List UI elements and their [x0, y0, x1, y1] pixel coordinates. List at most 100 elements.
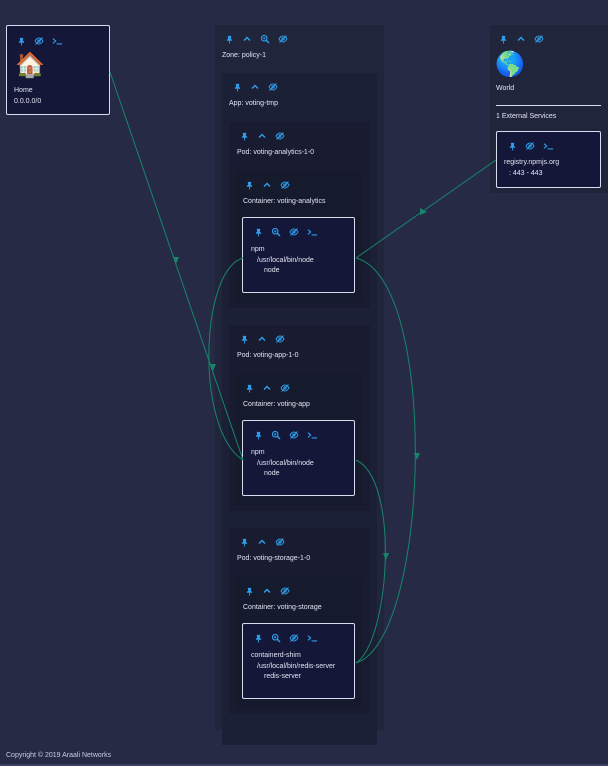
service-ports: : 443 - 443	[509, 170, 543, 177]
zoom-in-icon[interactable]	[260, 34, 270, 44]
world-name: World	[496, 85, 515, 92]
chevron-up-icon[interactable]	[250, 82, 260, 92]
eye-off-icon[interactable]	[280, 383, 290, 393]
chevron-up-icon[interactable]	[516, 34, 526, 44]
process-node[interactable]: containerd-shim /usr/local/bin/redis-ser…	[242, 623, 355, 699]
container-toolbar	[245, 586, 290, 596]
terminal-icon[interactable]	[307, 633, 318, 643]
process-toolbar	[254, 430, 318, 440]
chevron-up-icon[interactable]	[257, 334, 267, 344]
eye-off-icon[interactable]	[289, 227, 299, 237]
process-node[interactable]: npm /usr/local/bin/node node	[242, 217, 355, 293]
eye-off-icon[interactable]	[525, 141, 535, 151]
pin-icon[interactable]	[499, 35, 508, 44]
process-toolbar	[254, 633, 318, 643]
edge-arrow	[414, 453, 420, 460]
pod-toolbar	[240, 537, 285, 547]
terminal-icon[interactable]	[307, 227, 318, 237]
process-cmd: redis-server	[264, 673, 301, 680]
chevron-up-icon[interactable]	[242, 34, 252, 44]
process-cmd: node	[264, 267, 280, 274]
service-toolbar	[508, 141, 554, 151]
pin-icon[interactable]	[240, 538, 249, 547]
pin-icon[interactable]	[245, 587, 254, 596]
bottom-border	[0, 764, 608, 766]
pod-panel: Pod: voting-app-1-0 Container: voting-ap…	[229, 325, 370, 511]
process-path: /usr/local/bin/node	[257, 257, 314, 264]
container-panel: Container: voting-storage containerd-shi…	[236, 577, 362, 709]
pin-icon[interactable]	[254, 431, 263, 440]
copyright-text: Copyright © 2019 Araali Networks	[6, 752, 112, 759]
pod-label: Pod: voting-storage-1-0	[237, 555, 311, 562]
pin-icon[interactable]	[245, 384, 254, 393]
app-panel: App: voting-tmp Pod: voting-analytics-1-…	[222, 73, 377, 745]
eye-off-icon[interactable]	[534, 34, 544, 44]
eye-off-icon[interactable]	[278, 34, 288, 44]
pod-toolbar	[240, 131, 285, 141]
container-label: Container: voting-analytics	[243, 198, 326, 205]
chevron-up-icon[interactable]	[257, 537, 267, 547]
eye-off-icon[interactable]	[34, 36, 44, 46]
app-label: App: voting-tmp	[229, 100, 279, 107]
eye-off-icon[interactable]	[275, 131, 285, 141]
container-toolbar	[245, 383, 290, 393]
chevron-up-icon[interactable]	[262, 180, 272, 190]
process-name: npm	[251, 246, 265, 253]
pin-icon[interactable]	[254, 228, 263, 237]
zone-toolbar	[225, 34, 288, 44]
process-node[interactable]: npm /usr/local/bin/node node	[242, 420, 355, 496]
external-services-count: 1 External Services	[496, 113, 557, 120]
eye-off-icon[interactable]	[268, 82, 278, 92]
home-address: 0.0.0.0/0	[14, 98, 42, 105]
external-service-node[interactable]: registry.npmjs.org : 443 - 443	[496, 131, 601, 188]
chevron-up-icon[interactable]	[262, 586, 272, 596]
zone-panel: Zone: policy-1 App: voting-tmp Pod: voti…	[215, 25, 384, 745]
service-host: registry.npmjs.org	[504, 159, 560, 166]
process-path: /usr/local/bin/node	[257, 460, 314, 467]
pod-label: Pod: voting-analytics-1-0	[237, 149, 315, 156]
process-name: npm	[251, 449, 265, 456]
terminal-icon[interactable]	[307, 430, 318, 440]
eye-off-icon[interactable]	[280, 586, 290, 596]
world-toolbar	[499, 34, 544, 44]
eye-off-icon[interactable]	[289, 430, 299, 440]
edge-arrow	[173, 257, 179, 264]
edge-arrow	[420, 208, 427, 215]
process-toolbar	[254, 227, 318, 237]
zone-label: Zone: policy-1	[222, 52, 266, 59]
home-emoji-icon: 🏠	[15, 52, 45, 79]
terminal-icon[interactable]	[543, 141, 554, 151]
eye-off-icon[interactable]	[289, 633, 299, 643]
world-divider	[496, 105, 601, 106]
terminal-icon[interactable]	[52, 36, 63, 46]
app-toolbar	[233, 82, 278, 92]
zoom-in-icon[interactable]	[271, 430, 281, 440]
chevron-up-icon[interactable]	[262, 383, 272, 393]
zoom-in-icon[interactable]	[271, 633, 281, 643]
container-panel: Container: voting-app npm /usr/local/bin…	[236, 374, 362, 506]
pin-icon[interactable]	[240, 335, 249, 344]
pin-icon[interactable]	[225, 35, 234, 44]
pod-panel: Pod: voting-storage-1-0 Container: votin…	[229, 528, 370, 714]
container-panel: Container: voting-analytics npm /usr/loc…	[236, 171, 362, 303]
world-panel: 🌎 World 1 External Services registry.npm…	[490, 25, 608, 193]
zoom-in-icon[interactable]	[271, 227, 281, 237]
home-node[interactable]: 🏠 Home 0.0.0.0/0	[6, 25, 110, 115]
pin-icon[interactable]	[254, 634, 263, 643]
pin-icon[interactable]	[17, 37, 26, 46]
pin-icon[interactable]	[240, 132, 249, 141]
chevron-up-icon[interactable]	[257, 131, 267, 141]
pin-icon[interactable]	[233, 83, 242, 92]
home-name: Home	[14, 87, 33, 94]
container-label: Container: voting-app	[243, 401, 310, 408]
eye-off-icon[interactable]	[280, 180, 290, 190]
pin-icon[interactable]	[245, 181, 254, 190]
pin-icon[interactable]	[508, 142, 517, 151]
world-globe-icon: 🌎	[495, 51, 525, 78]
process-name: containerd-shim	[251, 652, 301, 659]
eye-off-icon[interactable]	[275, 334, 285, 344]
pod-toolbar	[240, 334, 285, 344]
process-cmd: node	[264, 470, 280, 477]
eye-off-icon[interactable]	[275, 537, 285, 547]
home-toolbar	[17, 36, 63, 46]
